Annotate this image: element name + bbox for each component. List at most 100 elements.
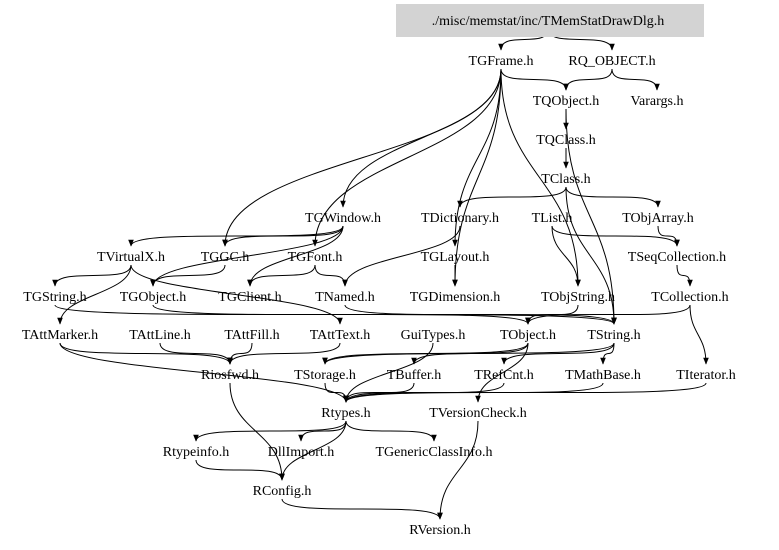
edge-tgobject-to-tobject xyxy=(152,304,531,325)
node-tmathbase[interactable]: TMathBase.h xyxy=(565,368,641,383)
edge-tattfill-to-riosfwd xyxy=(227,342,253,365)
node-tgclient[interactable]: TGClient.h xyxy=(218,290,281,305)
node-label: TClass.h xyxy=(541,172,590,187)
node-tvirtualx[interactable]: TVirtualX.h xyxy=(97,250,165,265)
node-tqobject[interactable]: TQObject.h xyxy=(533,94,599,109)
node-label: TObjArray.h xyxy=(622,211,694,226)
node-tnamed[interactable]: TNamed.h xyxy=(315,290,374,305)
node-label: Rtypeinfo.h xyxy=(163,445,230,460)
node-tattline[interactable]: TAttLine.h xyxy=(129,328,190,343)
node-guitypes[interactable]: GuiTypes.h xyxy=(401,328,466,343)
edge-tattmarker-to-rtypes xyxy=(59,342,349,403)
node-tgdimension[interactable]: TGDimension.h xyxy=(410,290,501,305)
node-label: TObject.h xyxy=(500,328,556,343)
edge-rtypes-to-tgenericclassinfo xyxy=(345,420,437,442)
node-tdictionary[interactable]: TDictionary.h xyxy=(421,211,499,226)
edge-tgframe-to-tgfont xyxy=(312,68,502,247)
edge-tnamed-to-tstring xyxy=(344,304,617,325)
node-tgframe[interactable]: TGFrame.h xyxy=(469,54,534,69)
edge-guitypes-to-rtypes xyxy=(343,342,434,403)
edge-tdictionary-to-tnamed xyxy=(342,225,461,287)
node-label: RVersion.h xyxy=(409,523,471,538)
edge-tclass-to-tstring xyxy=(565,186,617,325)
node-label: TObjString.h xyxy=(541,290,615,305)
node-rq_object[interactable]: RQ_OBJECT.h xyxy=(568,54,655,69)
node-label: TGDimension.h xyxy=(410,290,501,305)
node-tglayout[interactable]: TGLayout.h xyxy=(421,250,490,265)
edge-tgframe-to-tglayout xyxy=(452,68,502,247)
dependency-edges xyxy=(52,28,709,520)
node-titerator[interactable]: TIterator.h xyxy=(676,368,735,383)
node-tgobject[interactable]: TGObject.h xyxy=(120,290,186,305)
node-rtypeinfo[interactable]: Rtypeinfo.h xyxy=(163,445,230,460)
node-label: TVersionCheck.h xyxy=(429,406,527,421)
edge-tgfont-to-tgclient xyxy=(247,264,316,287)
node-label: TGWindow.h xyxy=(305,211,381,226)
node-tattfill[interactable]: TAttFill.h xyxy=(224,328,279,343)
node-tcollection[interactable]: TCollection.h xyxy=(651,290,728,305)
node-dllimport[interactable]: DllImport.h xyxy=(268,445,335,460)
node-label: TGLayout.h xyxy=(421,250,490,265)
node-rconfig[interactable]: RConfig.h xyxy=(253,484,312,499)
node-tobjstring[interactable]: TObjString.h xyxy=(541,290,615,305)
edge-rq_object-to-varargs xyxy=(611,68,660,91)
node-tseqcollection[interactable]: TSeqCollection.h xyxy=(628,250,726,265)
node-tattmarker[interactable]: TAttMarker.h xyxy=(22,328,98,343)
node-varargs[interactable]: Varargs.h xyxy=(630,94,683,109)
graph-nodes: ./misc/memstat/inc/TMemStatDrawDlg.hTGFr… xyxy=(22,4,736,538)
node-tbuffer[interactable]: TBuffer.h xyxy=(387,368,442,383)
node-root[interactable]: ./misc/memstat/inc/TMemStatDrawDlg.h xyxy=(396,4,704,37)
node-label: TSeqCollection.h xyxy=(628,250,726,265)
node-label: TGFrame.h xyxy=(469,54,534,69)
node-label: TDictionary.h xyxy=(421,211,499,226)
node-label: TList.h xyxy=(532,211,573,226)
node-label: TString.h xyxy=(587,328,640,343)
edge-tvirtualx-to-tattmarker xyxy=(57,264,132,325)
node-label: TStorage.h xyxy=(294,368,356,383)
node-label: RQ_OBJECT.h xyxy=(568,54,655,69)
edge-tqobject-to-tstring xyxy=(565,108,617,325)
edge-rtypes-to-rconfig xyxy=(279,420,347,481)
edge-tlist-to-tseqcollection xyxy=(551,225,680,247)
edge-rtypes-to-rtypeinfo xyxy=(193,420,347,442)
node-tclass[interactable]: TClass.h xyxy=(541,172,590,187)
node-tgfont[interactable]: TGFont.h xyxy=(288,250,343,265)
edge-tclass-to-tobjarray xyxy=(565,186,661,208)
node-label: TQClass.h xyxy=(536,133,596,148)
node-tgstring[interactable]: TGString.h xyxy=(23,290,86,305)
edge-tgwindow-to-tgclient xyxy=(247,225,344,287)
edge-tvirtualx-to-tgstring xyxy=(52,264,132,287)
node-riosfwd[interactable]: Riosfwd.h xyxy=(201,368,259,383)
node-label: TIterator.h xyxy=(676,368,735,383)
node-trefcnt[interactable]: TRefCnt.h xyxy=(474,368,534,383)
edge-riosfwd-to-rconfig xyxy=(229,382,285,481)
node-tobject[interactable]: TObject.h xyxy=(500,328,556,343)
node-label: TAttFill.h xyxy=(224,328,279,343)
node-tgwindow[interactable]: TGWindow.h xyxy=(305,211,381,226)
edge-tgwindow-to-tgobject xyxy=(150,225,344,287)
node-rversion[interactable]: RVersion.h xyxy=(409,523,471,538)
node-tlist[interactable]: TList.h xyxy=(532,211,573,226)
node-tstring[interactable]: TString.h xyxy=(587,328,640,343)
node-rtypes[interactable]: Rtypes.h xyxy=(321,406,370,421)
node-tobjarray[interactable]: TObjArray.h xyxy=(622,211,694,226)
node-tgenericclassinfo[interactable]: TGenericClassInfo.h xyxy=(375,445,492,460)
node-tatttext[interactable]: TAttText.h xyxy=(310,328,371,343)
node-tversioncheck[interactable]: TVersionCheck.h xyxy=(429,406,527,421)
edge-tgfont-to-tnamed xyxy=(314,264,348,287)
node-label: TGObject.h xyxy=(120,290,186,305)
edge-rtypeinfo-to-rconfig xyxy=(195,459,285,481)
edge-tgframe-to-tgdimension xyxy=(452,68,502,287)
edge-tggc-to-tgobject xyxy=(150,264,226,287)
edge-tobjstring-to-tobject xyxy=(525,304,579,325)
node-label: DllImport.h xyxy=(268,445,335,460)
edge-tstring-to-tmathbase xyxy=(600,342,615,365)
node-tggc[interactable]: TGGC.h xyxy=(201,250,250,265)
edge-tstring-to-tstorage xyxy=(322,342,615,365)
node-label: TGString.h xyxy=(23,290,86,305)
node-tstorage[interactable]: TStorage.h xyxy=(294,368,356,383)
node-label: TCollection.h xyxy=(651,290,728,305)
node-tqclass[interactable]: TQClass.h xyxy=(536,133,596,148)
edge-tcollection-to-titerator xyxy=(689,304,709,365)
